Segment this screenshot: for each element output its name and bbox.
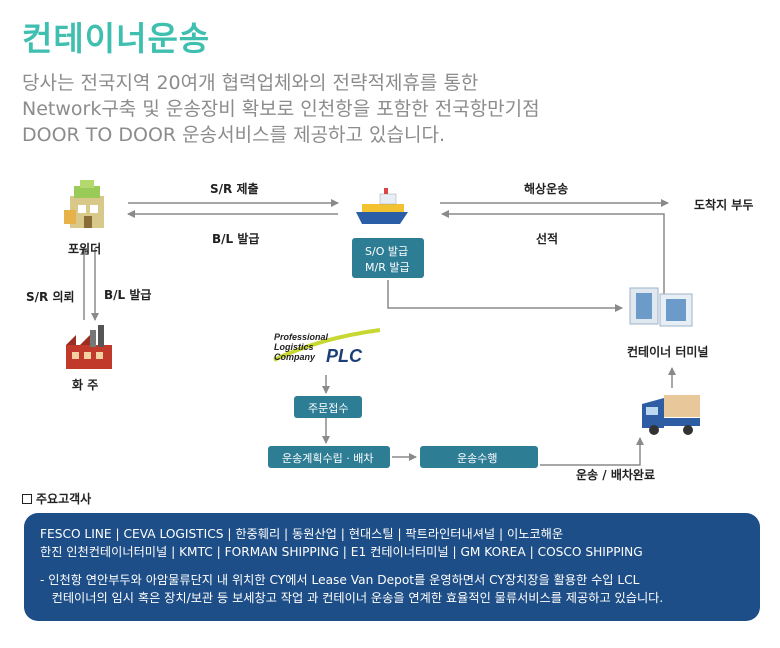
- clients-title-text: 주요고객사: [36, 492, 92, 506]
- label-order-receipt: 주문접수: [308, 402, 349, 415]
- page-title: 컨테이너운송: [22, 19, 211, 58]
- intro-line: 당사는 전국지역 20여개 협력업체와의 전략적제휴를 통한: [22, 72, 479, 94]
- ship-icon: [356, 188, 408, 224]
- label-bl-issue-side: B/L 발급: [104, 288, 152, 302]
- arrow-so-terminal: [387, 280, 623, 312]
- label-mr-issue: M/R 발급: [365, 261, 410, 274]
- label-shipper: 화 주: [72, 378, 99, 392]
- clients-note-line-1: - 인천항 연안부두와 아암물류단지 내 위치한 CY에서 Lease Van …: [40, 573, 640, 587]
- container-stack-icon: [629, 287, 693, 327]
- execute-box: [420, 446, 538, 468]
- intro-line: Network구축 및 운송장비 확보로 인천항을 포함한 전국항만기점: [22, 98, 540, 120]
- arrow-loading: [441, 210, 665, 295]
- label-forwarder: 포워더: [68, 242, 102, 256]
- clients-note-line-2: 컨테이너의 임시 혹은 장치/보관 등 보세창고 작업 과 컨테이너 운송을 연…: [40, 591, 664, 605]
- svg-text:Logistics: Logistics: [274, 342, 314, 352]
- svg-text:Professional: Professional: [274, 332, 329, 342]
- forwarder-building-icon: [64, 180, 104, 228]
- clients-note: - 인천항 연안부두와 아암물류단지 내 위치한 CY에서 Lease Van …: [40, 571, 744, 607]
- order-receipt-box: [294, 396, 362, 418]
- intro-line: DOOR TO DOOR 운송서비스를 제공하고 있습니다.: [22, 124, 446, 146]
- clients-line-2: 한진 인천컨테이너터미널 | KMTC | FORMAN SHIPPING | …: [40, 545, 643, 559]
- label-bl-issue-top: B/L 발급: [212, 232, 260, 246]
- arrow-exec-truck: [540, 437, 644, 466]
- label-so-issue: S/O 발급: [365, 245, 409, 258]
- label-execute: 운송수행: [457, 452, 498, 465]
- label-loading: 선적: [536, 232, 559, 246]
- square-bullet-icon: [22, 493, 32, 504]
- clients-panel: FESCO LINE | CEVA LOGISTICS | 한중훼리 | 동원산…: [24, 513, 760, 621]
- plan-dispatch-box: [268, 446, 390, 468]
- label-sr-submit: S/R 제출: [210, 182, 259, 196]
- label-container-terminal: 컨테이너 터미널: [627, 345, 709, 359]
- clients-section-title: 주요고객사: [22, 490, 91, 507]
- label-sea-transport: 해상운송: [524, 182, 569, 196]
- so-mr-box: [352, 238, 424, 278]
- label-destination-port: 도착지 부두: [694, 198, 754, 212]
- label-sr-request: S/R 의뢰: [26, 290, 75, 304]
- plc-logo-icon: Professional Logistics Company PLC: [273, 328, 381, 366]
- svg-text:PLC: PLC: [326, 346, 363, 366]
- svg-text:Company: Company: [274, 352, 316, 362]
- label-dispatch-done: 운송 / 배차완료: [576, 468, 655, 482]
- label-plan-dispatch: 운송계획수립 · 배차: [282, 452, 374, 465]
- shipper-factory-icon: [66, 325, 112, 369]
- truck-icon: [642, 395, 700, 435]
- intro-text: 당사는 전국지역 20여개 협력업체와의 전략적제휴를 통한 Network구축…: [22, 70, 762, 148]
- clients-line-1: FESCO LINE | CEVA LOGISTICS | 한중훼리 | 동원산…: [40, 527, 564, 541]
